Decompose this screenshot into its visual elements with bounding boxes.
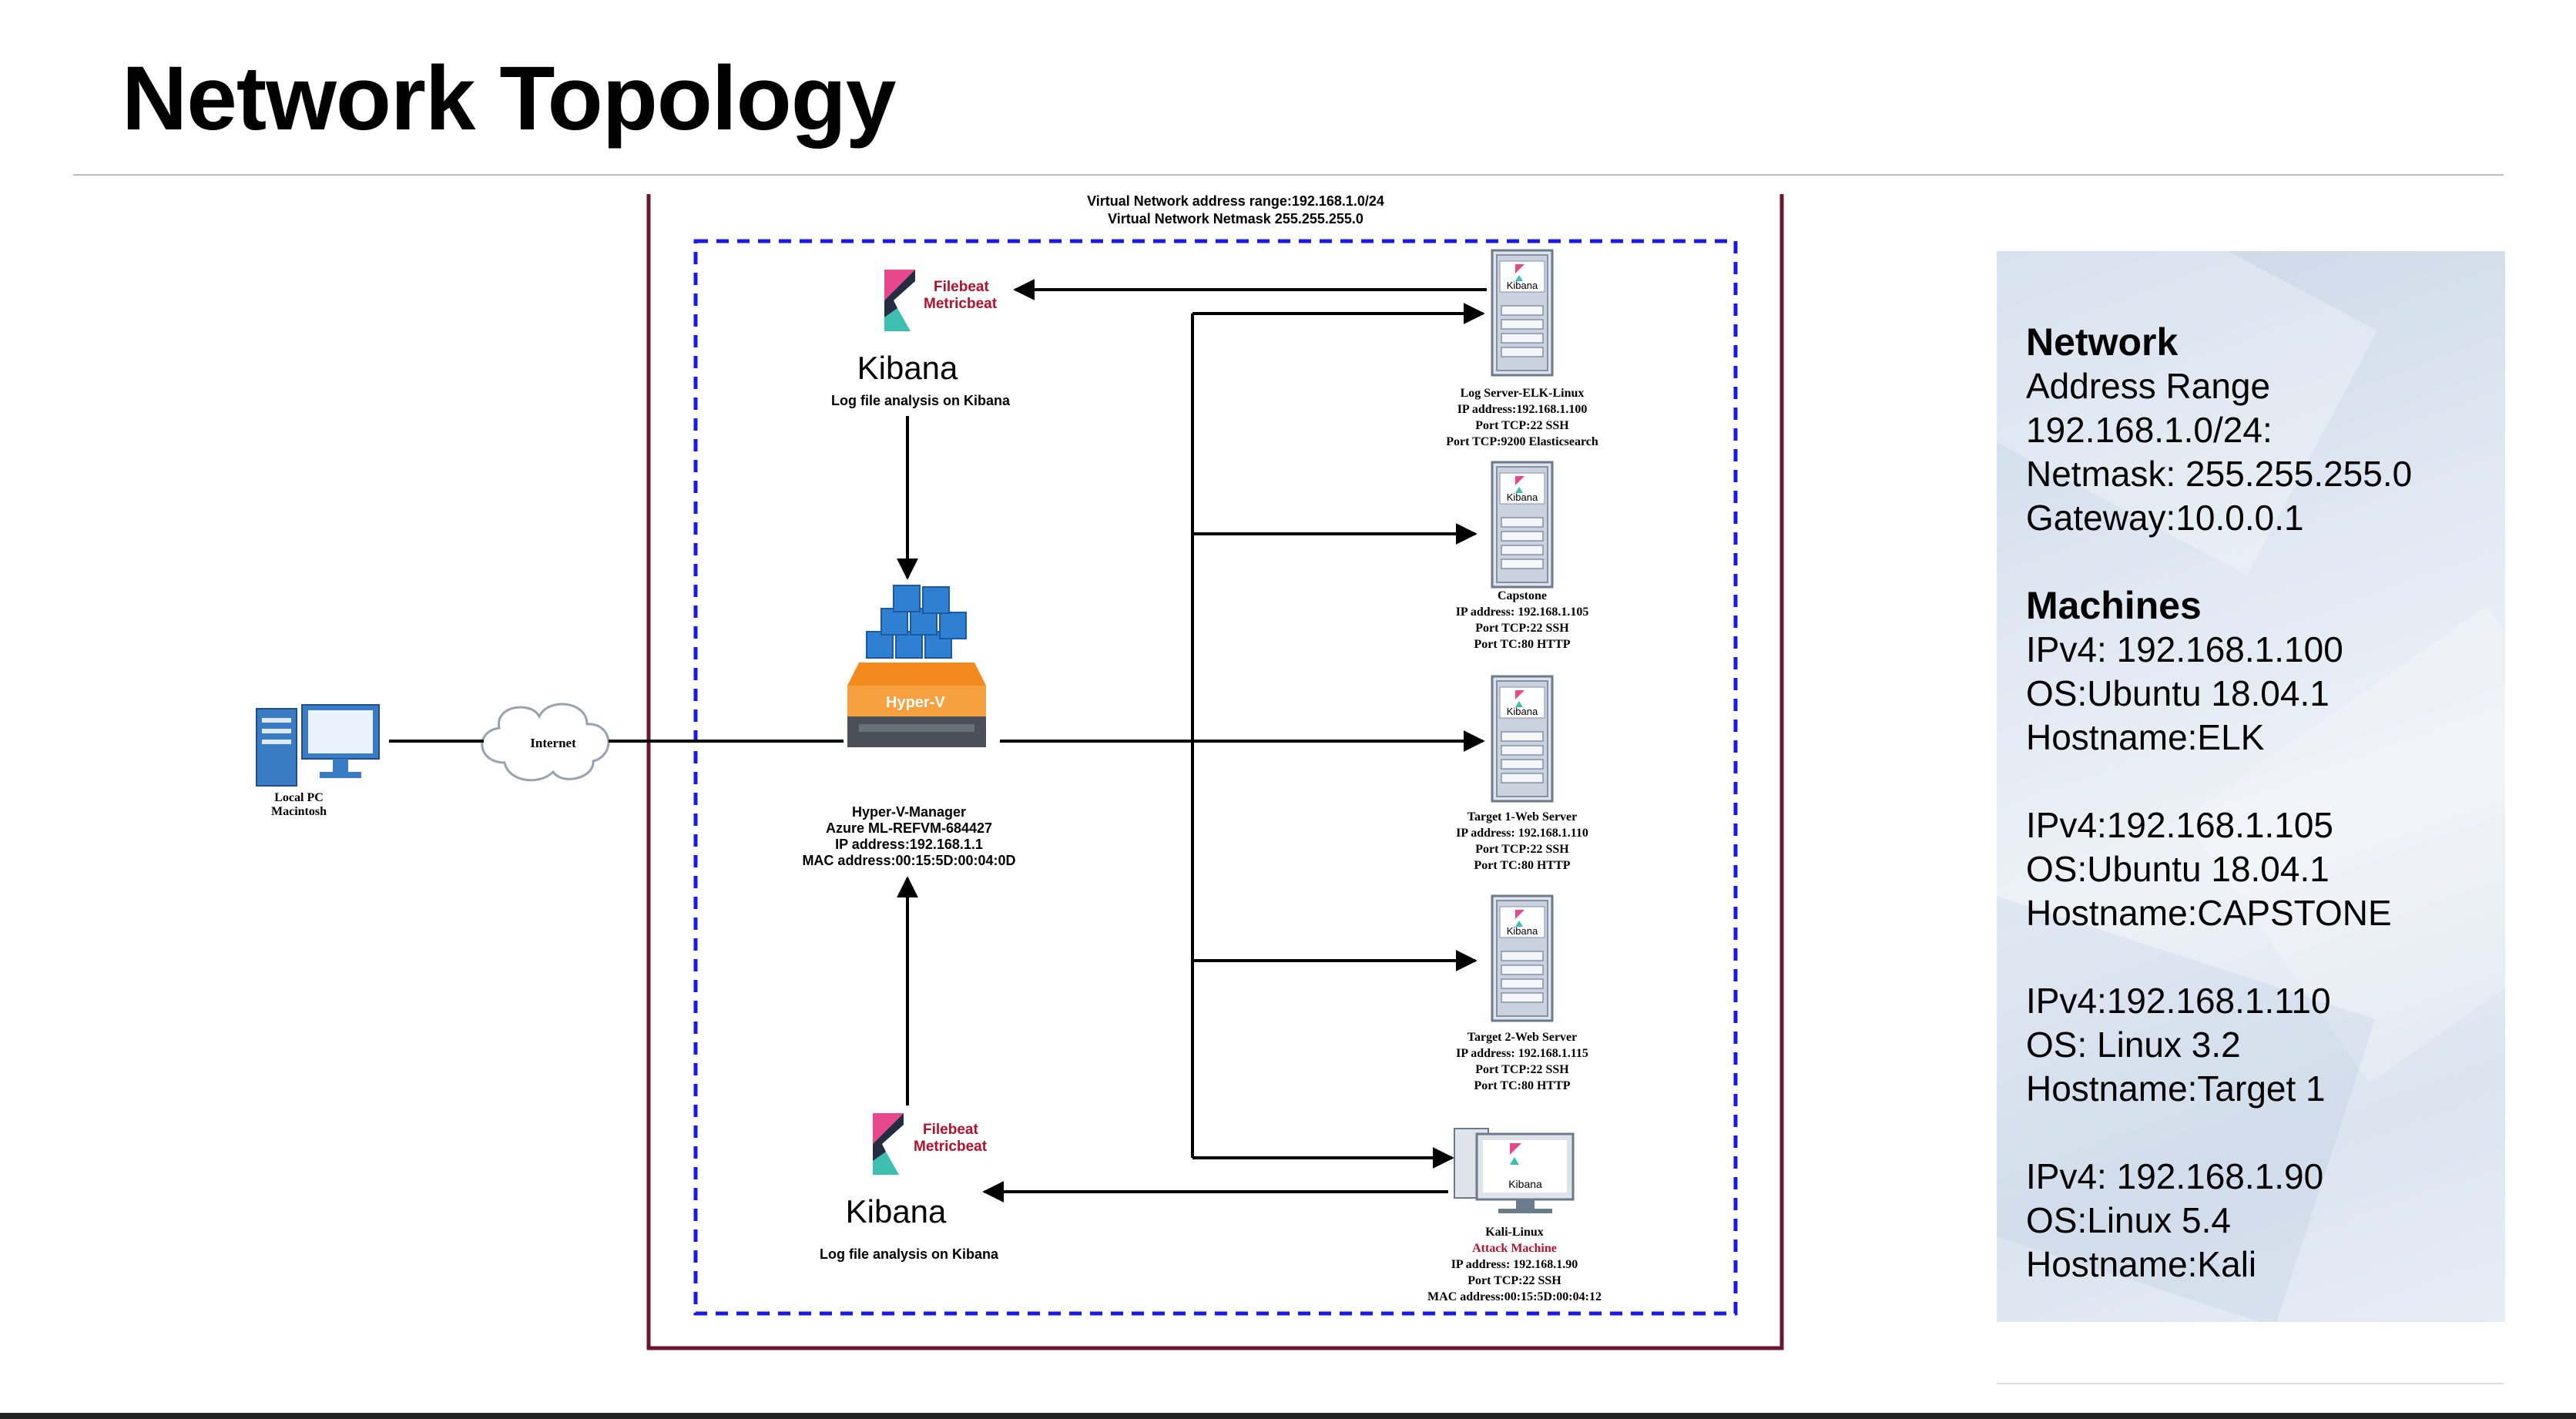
- machine-2-host: Hostname:CAPSTONE: [2026, 893, 2392, 933]
- kali-line-3: MAC address:00:15:5D:00:04:12: [1427, 1290, 1602, 1303]
- server-3-line-2: IP address: 192.168.1.110: [1456, 827, 1588, 840]
- machine-3-os: OS: Linux 3.2: [2026, 1025, 2241, 1065]
- kali-node: Kibana Kali-Linux Attack Machine IP addr…: [1427, 1128, 1602, 1303]
- server-1-line-2: IP address:192.168.1.100: [1457, 403, 1588, 416]
- server-3-line-1: Target 1-Web Server: [1467, 810, 1577, 824]
- server-4-line-2: IP address: 192.168.1.115: [1456, 1047, 1588, 1060]
- hyperv-line-3: IP address:192.168.1.1: [835, 837, 983, 852]
- kali-line-2: Port TCP:22 SSH: [1467, 1274, 1561, 1287]
- internet-label: Internet: [530, 736, 576, 750]
- kibana-bottom-name: Kibana: [846, 1193, 947, 1229]
- server-2-line-2: IP address: 192.168.1.105: [1456, 606, 1589, 619]
- network-range-label: Virtual Network address range:192.168.1.…: [1087, 193, 1384, 209]
- network-line-2: 192.168.1.0/24:: [2026, 410, 2272, 450]
- virtual-network-boundary: [693, 239, 1738, 1316]
- network-line-3: Netmask: 255.255.255.0: [2026, 454, 2413, 494]
- server-target-1: Kibana Target 1-Web Server IP address: 1…: [1456, 675, 1588, 872]
- machine-4-host: Hostname:Kali: [2026, 1244, 2257, 1284]
- server-4-line-4: Port TC:80 HTTP: [1474, 1079, 1570, 1092]
- kibana-top-caption: Log file analysis on Kibana: [831, 393, 1011, 408]
- desktop-computer-icon: [256, 704, 380, 787]
- machine-1-os: OS:Ubuntu 18.04.1: [2026, 673, 2329, 713]
- kibana-top-filebeat: Filebeat: [934, 279, 989, 295]
- server-1-badge: Kibana: [1507, 280, 1538, 291]
- server-2-badge: Kibana: [1507, 491, 1538, 503]
- kibana-logo-icon: [873, 1113, 904, 1175]
- kibana-logo-icon: [884, 270, 915, 331]
- machine-4-os: OS:Linux 5.4: [2026, 1200, 2231, 1240]
- kali-title: Kali-Linux: [1485, 1226, 1544, 1239]
- network-diagram: Virtual Network address range:192.168.1.…: [256, 193, 1784, 1350]
- server-1-line-4: Port TCP:9200 Elasticsearch: [1446, 435, 1598, 448]
- server-capstone: Kibana Capstone IP address: 192.168.1.10…: [1456, 461, 1589, 651]
- local-pc-label: Local PC: [274, 791, 324, 804]
- kibana-bottom-node: Filebeat Metricbeat Kibana Log file anal…: [820, 1113, 999, 1262]
- bottom-bar: [0, 1413, 2576, 1419]
- machine-2-os: OS:Ubuntu 18.04.1: [2026, 849, 2329, 889]
- server-4-line-1: Target 2-Web Server: [1467, 1031, 1577, 1044]
- kali-badge: Kibana: [1508, 1178, 1542, 1190]
- kibana-bottom-filebeat: Filebeat: [923, 1122, 978, 1138]
- internet-node: Internet: [481, 703, 610, 782]
- hyperv-line-2: Azure ML-REFVM-684427: [826, 820, 992, 836]
- server-3-line-3: Port TCP:22 SSH: [1475, 843, 1569, 856]
- cloud-icon: [481, 703, 610, 782]
- kibana-top-name: Kibana: [857, 350, 958, 386]
- network-line-1: Address Range: [2026, 366, 2271, 406]
- server-4-line-3: Port TCP:22 SSH: [1475, 1063, 1569, 1076]
- machine-4-ip: IPv4: 192.168.1.90: [2026, 1156, 2324, 1196]
- server-1-line-3: Port TCP:22 SSH: [1475, 419, 1569, 432]
- info-text: Network Address Range 192.168.1.0/24: Ne…: [2026, 320, 2412, 1286]
- network-heading: Network: [2026, 320, 2179, 364]
- outer-frame: [646, 194, 1784, 1350]
- title-divider: [73, 174, 2504, 176]
- hyperv-badge: Hyper-V: [886, 694, 945, 711]
- machine-1-host: Hostname:ELK: [2026, 717, 2265, 757]
- server-2-line-4: Port TC:80 HTTP: [1474, 638, 1570, 651]
- hyperv-line-4: MAC address:00:15:5D:00:04:0D: [802, 853, 1015, 868]
- server-log-elk: Kibana Log Server-ELK-Linux IP address:1…: [1446, 249, 1598, 448]
- machine-2-ip: IPv4:192.168.1.105: [2026, 805, 2333, 845]
- page-title: Network Topology: [122, 48, 896, 149]
- machines-heading: Machines: [2026, 584, 2202, 627]
- local-pc-node: Local PC Macintosh: [256, 704, 380, 818]
- server-1-line-1: Log Server-ELK-Linux: [1461, 387, 1585, 400]
- server-2-line-1: Capstone: [1498, 589, 1547, 602]
- panel-divider: [1997, 1383, 2504, 1384]
- machine-1-ip: IPv4: 192.168.1.100: [2026, 629, 2343, 669]
- hyperv-node: Hyper-V Hyper-V-Manager Azure ML-REFVM-6…: [802, 585, 1016, 868]
- network-netmask-label: Virtual Network Netmask 255.255.255.0: [1108, 211, 1363, 226]
- local-pc-os: Macintosh: [271, 805, 327, 818]
- kibana-bottom-metricbeat: Metricbeat: [914, 1139, 988, 1155]
- server-target-2: Kibana Target 2-Web Server IP address: 1…: [1456, 894, 1588, 1092]
- kibana-bottom-caption: Log file analysis on Kibana: [820, 1246, 999, 1262]
- machine-3-ip: IPv4:192.168.1.110: [2026, 981, 2331, 1021]
- kibana-top-metricbeat: Metricbeat: [924, 296, 998, 312]
- server-3-line-4: Port TC:80 HTTP: [1474, 859, 1570, 872]
- kibana-top-node: Filebeat Metricbeat Kibana Log file anal…: [831, 270, 1011, 408]
- info-panel: Network Address Range 192.168.1.0/24: Ne…: [1997, 251, 2505, 1322]
- workstation-icon: [1454, 1128, 1575, 1213]
- server-4-badge: Kibana: [1507, 925, 1538, 937]
- server-2-line-3: Port TCP:22 SSH: [1475, 622, 1569, 635]
- hyperv-line-1: Hyper-V-Manager: [852, 804, 966, 820]
- hyperv-icon: Hyper-V: [847, 585, 986, 747]
- kali-line-1: IP address: 192.168.1.90: [1451, 1258, 1578, 1271]
- kali-role: Attack Machine: [1472, 1242, 1557, 1255]
- machine-3-host: Hostname:Target 1: [2026, 1068, 2326, 1109]
- server-3-badge: Kibana: [1507, 706, 1538, 717]
- network-line-4: Gateway:10.0.0.1: [2026, 498, 2304, 538]
